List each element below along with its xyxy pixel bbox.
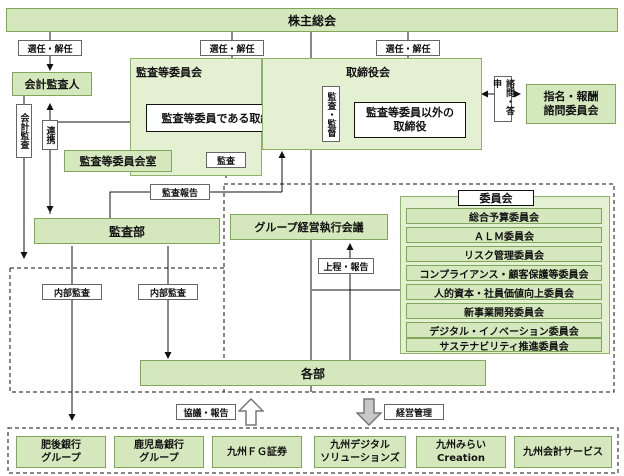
board-title: 取締役会	[346, 66, 390, 79]
proposal-report-label: 上程・報告	[318, 258, 374, 274]
departments: 各部	[140, 360, 486, 386]
subsidiary: 九州会計サービス	[514, 436, 612, 468]
executive-dashed-region	[223, 183, 615, 393]
committee-item: サステナビリティ推進委員会	[406, 338, 602, 353]
shareholders-meeting: 株主総会	[6, 8, 618, 32]
subsidiary: 九州ＦＧ証券	[212, 436, 302, 468]
audit-supervision-label: 監査・監督	[322, 86, 340, 142]
audit-department: 監査部	[34, 218, 220, 244]
committee-item: 人的資本・社員価値向上委員会	[406, 284, 602, 300]
elect-dismiss-label-auditor: 選任・解任	[18, 40, 82, 56]
audit-report-label: 監査報告	[150, 184, 210, 200]
committee-item: コンプライアンス・顧客保護等委員会	[406, 265, 602, 281]
management-label: 経営管理	[384, 404, 444, 420]
elect-dismiss-label-board: 選任・解任	[376, 40, 440, 56]
internal-audit-label-2: 内部監査	[138, 284, 198, 300]
internal-audit-label-1: 内部監査	[42, 284, 102, 300]
committee-item: 総合予算委員会	[406, 208, 602, 224]
nomination-compensation-committee: 指名・報酬 諮問委員会	[526, 84, 616, 124]
other-directors: 監査等委員以外の 取締役	[354, 102, 466, 138]
accounting-auditor: 会計監査人	[12, 72, 92, 96]
audit-committee-title: 監査等委員会	[136, 66, 202, 79]
audit-committee-office: 監査等委員会室	[64, 150, 172, 172]
subsidiary: 九州デジタル ソリューションズ	[314, 436, 406, 468]
committees-title: 委員会	[458, 190, 534, 206]
audit-label: 監査	[206, 152, 246, 168]
group-executive-meeting: グループ経営執行会議	[230, 214, 388, 240]
consult-report-label-2: 協議・報告	[176, 404, 236, 420]
elect-dismiss-label-committee: 選任・解任	[200, 40, 264, 56]
committee-item: ＡＬＭ委員会	[406, 227, 602, 243]
down-block-arrow	[356, 398, 382, 426]
committee-item: 新事業開発委員会	[406, 303, 602, 319]
up-block-arrow	[238, 398, 264, 426]
cooperation-label: 連携	[42, 120, 58, 150]
committee-item: リスク管理委員会	[406, 246, 602, 262]
subsidiary: 鹿児島銀行 グループ	[114, 436, 204, 468]
subsidiaries-dashed-region	[7, 427, 619, 474]
subsidiary: 九州みらい Creation	[416, 436, 506, 468]
committee-item: デジタル・イノベーション委員会	[406, 322, 602, 338]
consult-report-label: 諮問・答申	[491, 76, 514, 122]
accounting-audit-label: 会計監査	[16, 104, 32, 158]
subsidiary: 肥後銀行 グループ	[16, 436, 106, 468]
